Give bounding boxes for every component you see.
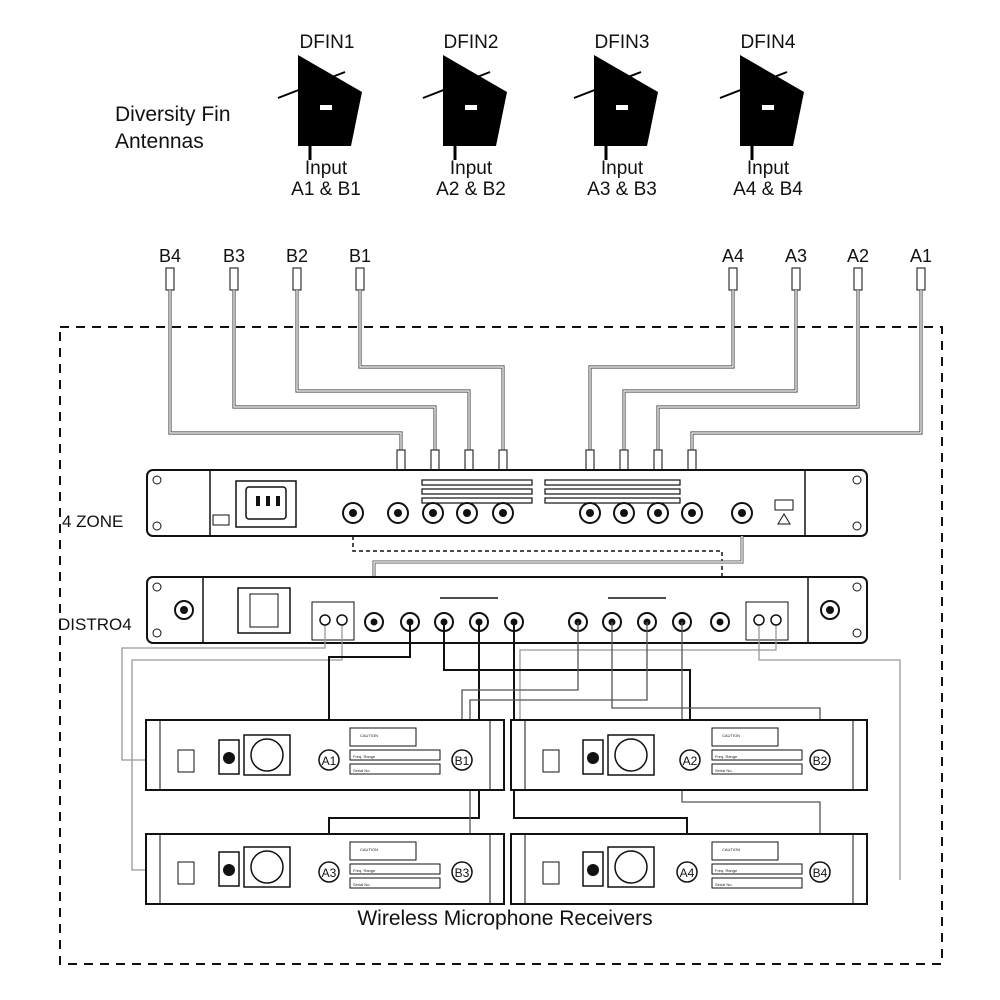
receiver-port-a [679,749,701,771]
distro4-unit [146,576,868,644]
antenna-dfin1: DFIN1 Input A1 & B1 [277,32,362,200]
cable-connectors-top [165,267,926,291]
receiver-port-b-label: B1 [455,754,470,768]
antennas-title-line2: Antennas [115,130,204,153]
receiver-caution: CAUTION [360,847,378,852]
receiver-port-a [318,861,340,883]
receiver-port-b [451,749,473,771]
antenna-input-label: Input [601,158,644,179]
receiver-4: CAUTION Freq. Range Serial No. A4 B4 [510,833,868,905]
antenna-dfin3: DFIN3 Input A3 & B3 [573,32,658,200]
receiver-freq-label: Freq. Range [715,754,738,759]
receiver-port-b [451,861,473,883]
antenna-input-ports: A2 & B2 [436,179,506,200]
antenna-input-label: Input [747,158,790,179]
antenna-input-ports: A3 & B3 [587,179,657,200]
antenna-cables [168,290,923,452]
receiver-port-b-label: B3 [455,866,470,880]
receiver-serial-label: Serial No. [353,768,371,773]
receiver-port-a-label: A2 [683,754,698,768]
cable-connectors-bottom [396,449,697,471]
fin-icon [298,55,362,146]
four-zone-unit [146,469,868,537]
receiver-freq-label: Freq. Range [353,754,376,759]
receiver-port-b-label: B4 [813,866,828,880]
zone-label: 4 ZONE [62,512,123,531]
system-boundary [59,326,943,965]
cable-label-a1: A1 [910,246,932,266]
receiver-port-b [809,749,831,771]
power-inlet [235,480,297,528]
receiver-port-a-label: A1 [322,754,337,768]
fin-icon [594,55,658,146]
antenna-name: DFIN3 [595,32,650,53]
antenna-input-ports: A1 & B1 [291,179,361,200]
receiver-serial-label: Serial No. [715,768,733,773]
receiver-port-b [809,861,831,883]
receiver-caution: CAUTION [360,733,378,738]
fin-icon [443,55,507,146]
fin-icon [740,55,804,146]
cable-label-b2: B2 [286,246,308,266]
antenna-name: DFIN2 [444,32,499,53]
receiver-port-a [318,749,340,771]
cable-label-a4: A4 [722,246,744,266]
receiver-1: CAUTION Freq. Range Serial No. A1 B1 [145,719,505,791]
antenna-input-label: Input [450,158,493,179]
receiver-3: CAUTION Freq. Range Serial No. A3 B3 [145,833,505,905]
antenna-dfin4: DFIN4 Input A4 & B4 [719,32,804,200]
receiver-freq-label: Freq. Range [715,868,738,873]
cable-label-b1: B1 [349,246,371,266]
antenna-name: DFIN1 [300,32,355,53]
receiver-port-a-label: A4 [680,866,695,880]
antennas-title-line1: Diversity Fin [115,103,231,126]
antenna-input-label: Input [305,158,348,179]
receiver-caution: CAUTION [722,847,740,852]
cable-label-b3: B3 [223,246,245,266]
distro-power-inlet [237,587,291,634]
receiver-serial-label: Serial No. [715,882,733,887]
antenna-input-ports: A4 & B4 [733,179,803,200]
receiver-caution: CAUTION [722,733,740,738]
receiver-port-a-label: A3 [322,866,337,880]
receiver-2: CAUTION Freq. Range Serial No. A2 B2 [510,719,868,791]
receivers-caption: Wireless Microphone Receivers [357,907,652,930]
receiver-port-b-label: B2 [813,754,828,768]
dc-link-dashed [352,536,723,620]
cable-label-a3: A3 [785,246,807,266]
receiver-port-a [676,861,698,883]
antenna-name: DFIN4 [741,32,796,53]
receiver-serial-label: Serial No. [353,882,371,887]
cable-label-a2: A2 [847,246,869,266]
distro-label: DISTRO4 [58,615,132,634]
receiver-freq-label: Freq. Range [353,868,376,873]
antenna-dfin2: DFIN2 Input A2 & B2 [422,32,507,200]
cable-label-b4: B4 [159,246,181,266]
